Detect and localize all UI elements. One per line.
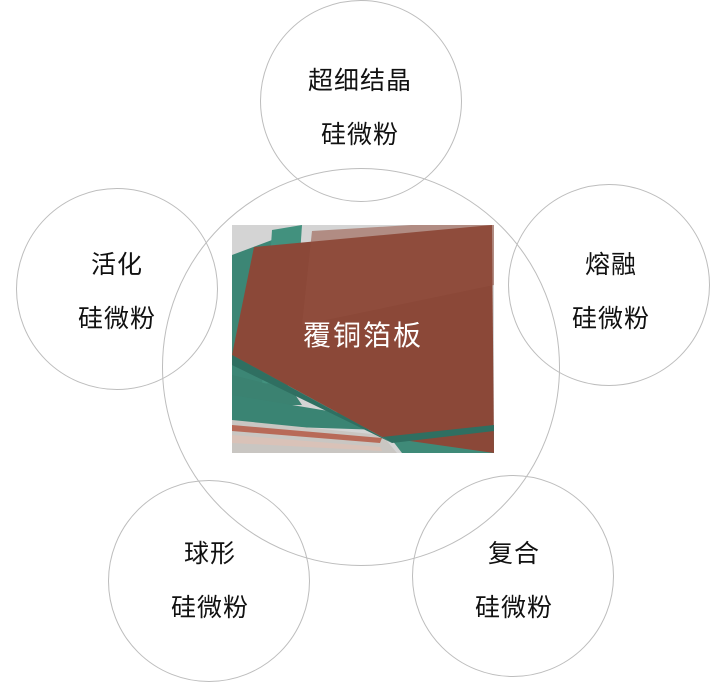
node-label-right-line2: 硅微粉 xyxy=(571,304,650,333)
node-label-left-line2: 硅微粉 xyxy=(77,304,156,333)
center-title: 覆铜箔板 xyxy=(302,319,423,352)
node-label-bottom-left-line2: 硅微粉 xyxy=(170,593,249,622)
node-label-right: 熔融 硅微粉 xyxy=(531,238,691,346)
node-circle-right xyxy=(508,184,710,386)
node-label-left: 活化 硅微粉 xyxy=(37,238,197,346)
node-label-bottom-right-line2: 硅微粉 xyxy=(474,593,553,622)
node-label-top-line1: 超细结晶 xyxy=(307,66,412,95)
node-label-top-line2: 硅微粉 xyxy=(320,120,399,149)
node-circle-bottom-right xyxy=(412,475,614,677)
copper-clad-laminate-photo xyxy=(232,225,494,453)
node-label-top: 超细结晶 硅微粉 xyxy=(280,54,440,162)
node-circle-left xyxy=(16,188,218,390)
node-label-bottom-right-line1: 复合 xyxy=(487,539,540,568)
node-label-bottom-left: 球形 硅微粉 xyxy=(130,527,290,635)
node-circle-bottom-left xyxy=(108,480,310,682)
node-label-right-line1: 熔融 xyxy=(584,250,637,279)
node-label-left-line1: 活化 xyxy=(90,250,143,279)
node-circle-top xyxy=(260,0,462,202)
node-label-bottom-right: 复合 硅微粉 xyxy=(434,527,594,635)
node-label-bottom-left-line1: 球形 xyxy=(183,539,236,568)
